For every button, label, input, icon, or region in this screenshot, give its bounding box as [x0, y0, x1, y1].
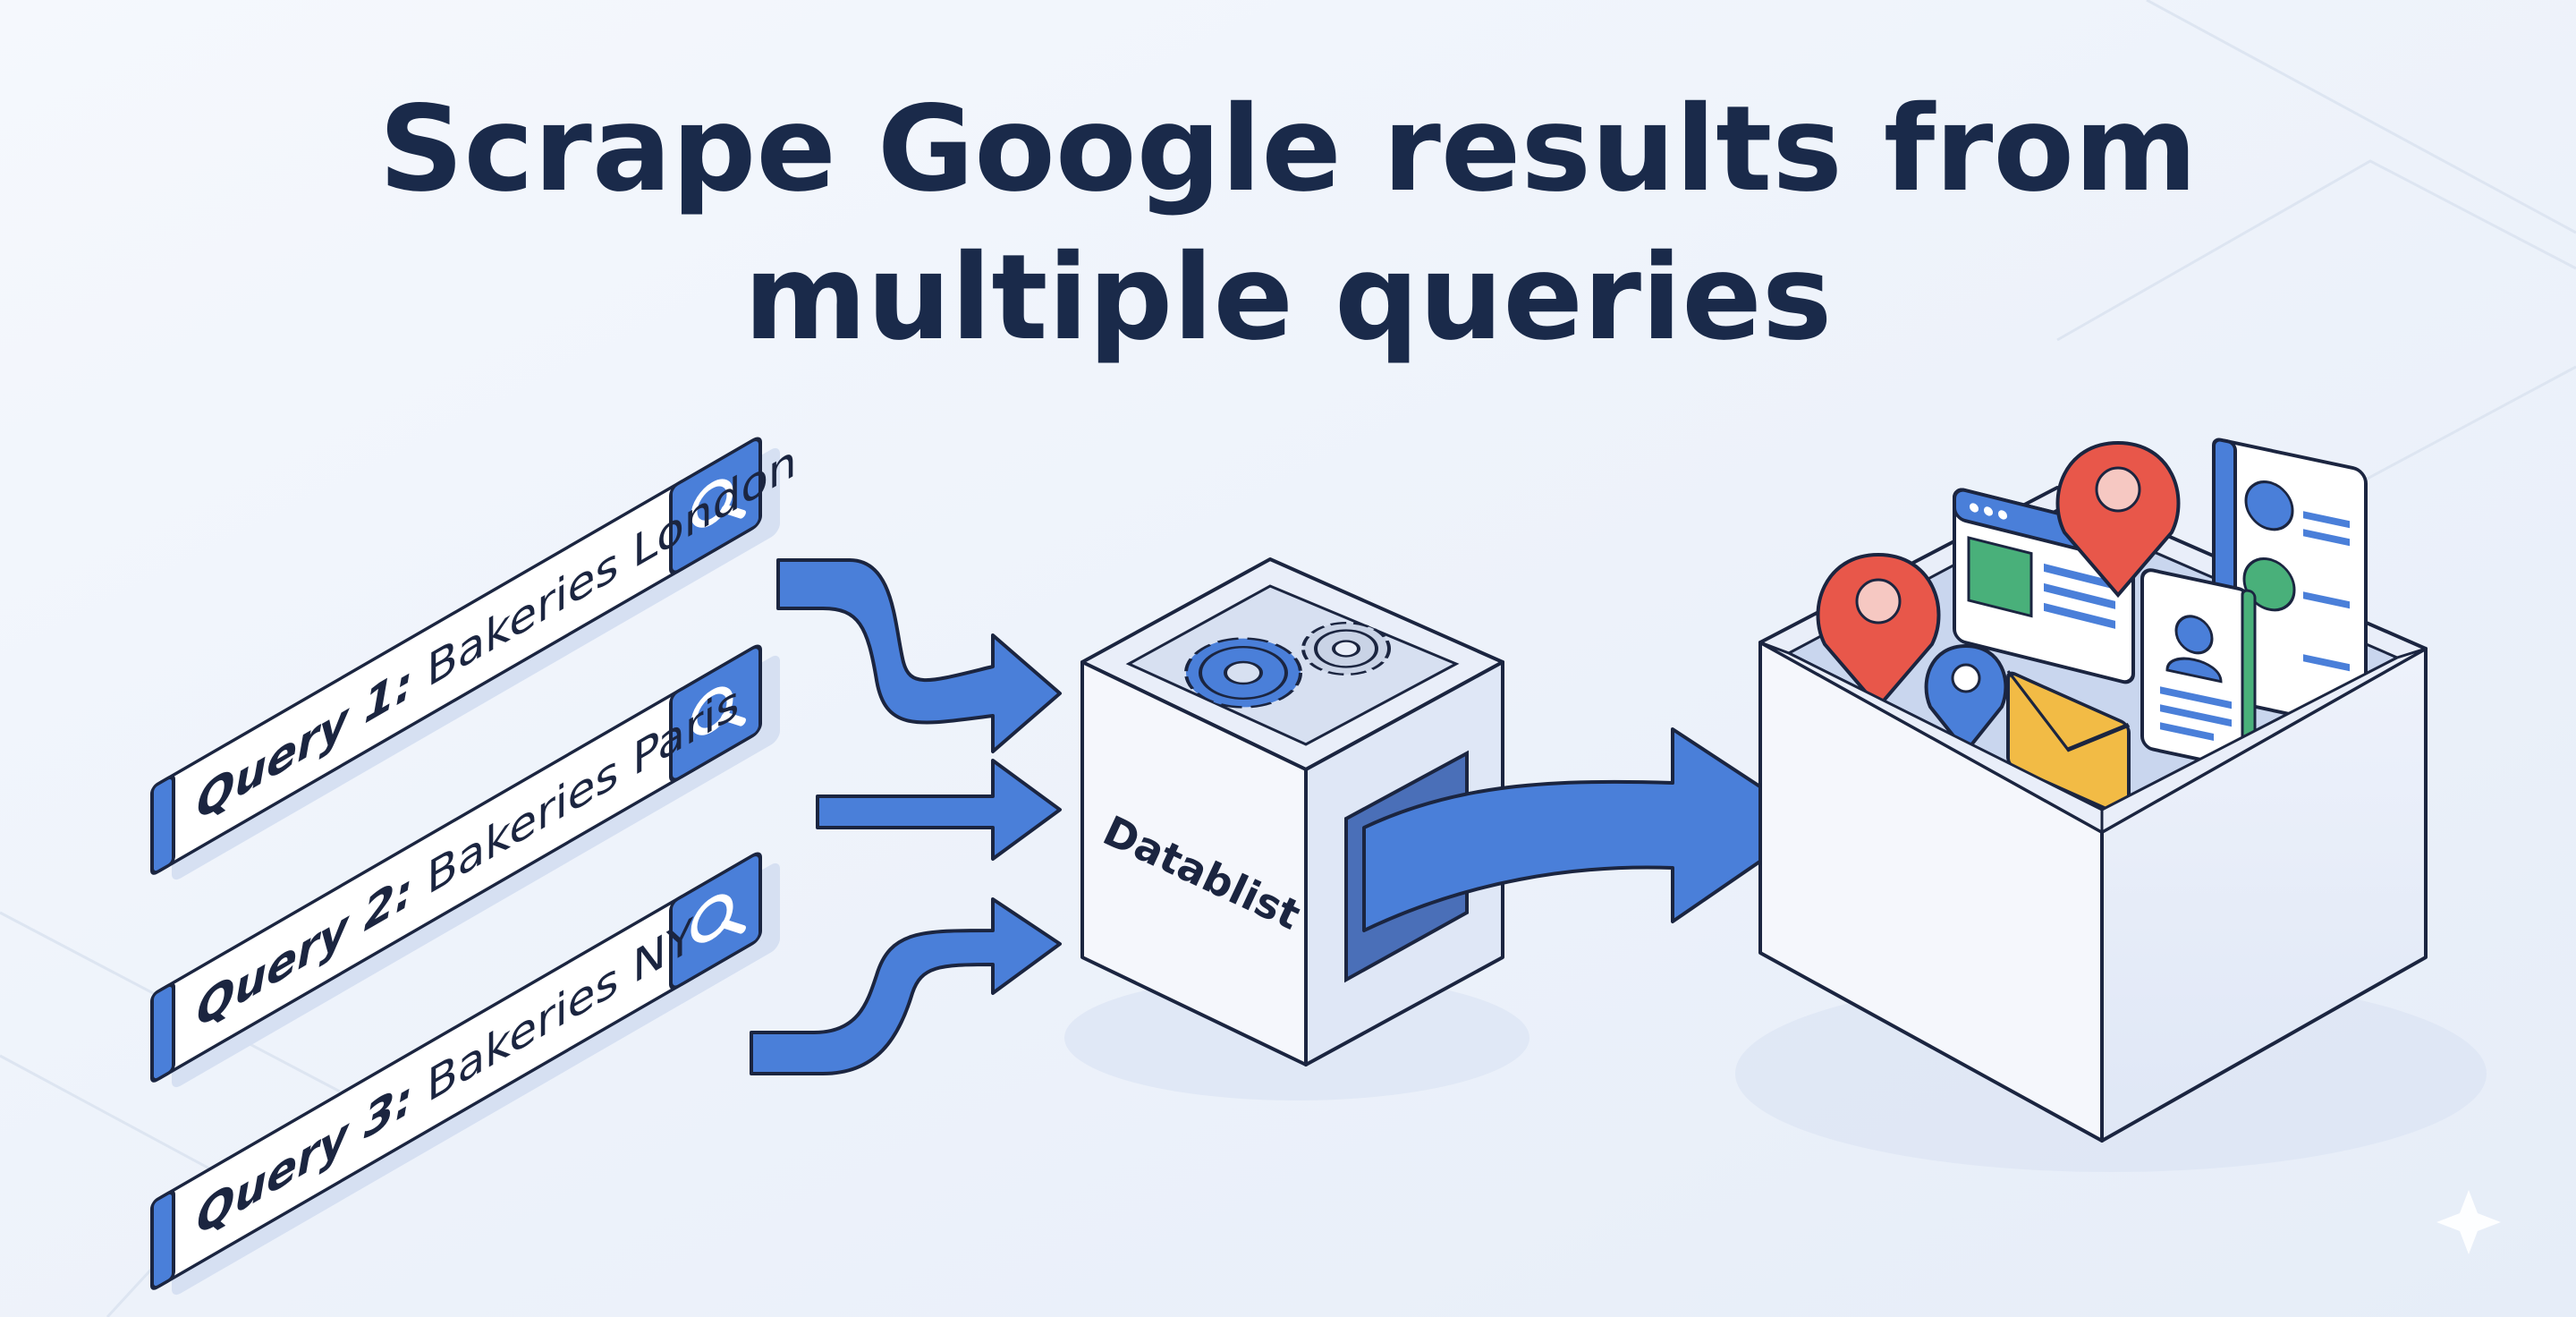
search-button[interactable]: [669, 436, 762, 575]
title-line-1: Scrape Google results from: [378, 81, 2197, 218]
map-pin-icon: [1924, 643, 2008, 755]
map-pin-icon: [1816, 552, 1941, 710]
search-icon: [691, 894, 746, 943]
arrow-from-query-1: [776, 558, 1062, 753]
search-icon: [691, 686, 746, 735]
contact-card-icon: [2140, 568, 2257, 772]
gears-icon: [1184, 621, 1391, 709]
output-arrow: [1362, 727, 1818, 932]
search-icon: [691, 479, 746, 528]
output-items: [1816, 438, 2368, 819]
arrow-from-query-2: [816, 759, 1062, 861]
input-arrows: [750, 558, 1062, 1075]
output-box: [1735, 438, 2487, 1172]
search-button[interactable]: [669, 643, 762, 783]
processor-cube: Datablist: [1064, 557, 1530, 1100]
map-pin-icon: [2055, 440, 2181, 599]
search-button[interactable]: [669, 851, 762, 990]
arrow-from-query-3: [750, 897, 1062, 1075]
title-line-2: multiple queries: [744, 229, 1833, 367]
sparkle-icon: [2436, 1190, 2501, 1254]
